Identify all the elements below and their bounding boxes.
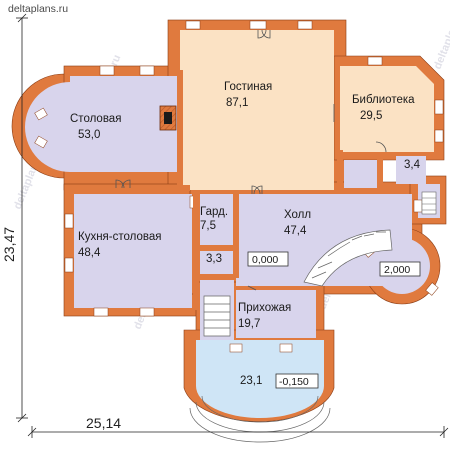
room-label-gard: Гард. <box>200 206 228 218</box>
room-prihozhaya <box>236 290 316 338</box>
room-bath <box>396 156 426 184</box>
level-markers: 0,000 2,000 -0,150 <box>247 251 421 389</box>
room-area-porch: 23,1 <box>240 375 262 387</box>
room-area-kuhnya: 48,4 <box>78 247 101 259</box>
level-stair-landing: 2,000 <box>384 264 410 276</box>
room-area-stolovaya: 53,0 <box>78 129 100 141</box>
room-stolovaya <box>25 76 180 172</box>
room-label-kuhnya: Кухня-столовая <box>78 231 161 243</box>
room-area-holl: 47,4 <box>284 225 307 237</box>
watermark-text: deltaplans.ru <box>432 3 450 71</box>
labels: Столовая 53,0 Гостиная 87,1 Библиотека 2… <box>70 81 421 387</box>
doors <box>115 29 387 291</box>
room-gard <box>200 194 234 248</box>
room-area-prihozhaya: 19,7 <box>238 318 260 330</box>
stairs-annex <box>421 191 437 215</box>
room-area-biblioteka: 29,5 <box>360 110 382 122</box>
room-area-wc: 3,3 <box>206 253 222 265</box>
room-label-biblioteka: Библиотека <box>352 94 415 106</box>
room-closet <box>344 160 378 188</box>
room-area-bath: 3,4 <box>404 159 421 171</box>
room-gostinaya <box>180 30 334 190</box>
room-porch <box>196 340 324 418</box>
dimension-width: 25,14 <box>86 415 121 431</box>
room-area-gostinaya: 87,1 <box>226 97 248 109</box>
level-holl: 0,000 <box>252 254 278 266</box>
room-label-holl: Холл <box>284 209 311 221</box>
level-entrance: -0,150 <box>279 376 309 388</box>
room-biblioteka <box>340 66 434 152</box>
stairs-entrance <box>203 295 231 337</box>
interior-walls <box>76 70 383 310</box>
room-label-stolovaya: Столовая <box>70 113 121 125</box>
room-label-gostinaya: Гостиная <box>224 81 272 93</box>
dimension-lines <box>16 13 449 438</box>
stairs-hall <box>303 229 393 287</box>
fireplace-icon <box>159 105 177 131</box>
room-kuhnya <box>74 194 192 308</box>
room-wc <box>200 250 234 274</box>
dimension-height: 23,47 <box>1 227 17 262</box>
room-label-prihozhaya: Прихожая <box>238 302 291 314</box>
room-area-gard: 7,5 <box>200 220 216 232</box>
site-label: deltaplans.ru <box>8 3 68 15</box>
